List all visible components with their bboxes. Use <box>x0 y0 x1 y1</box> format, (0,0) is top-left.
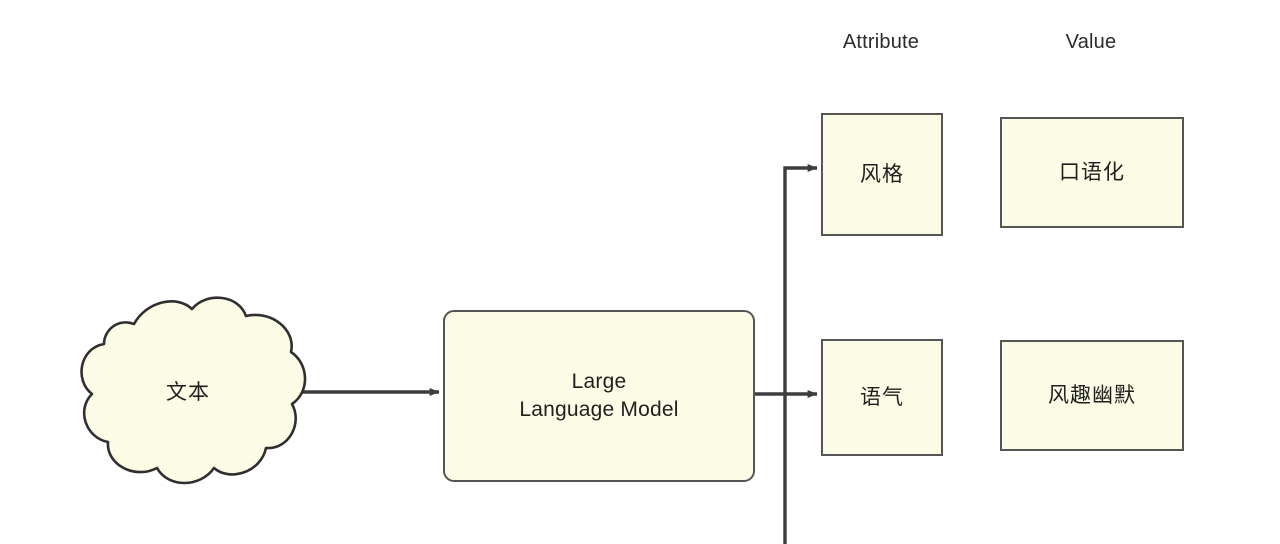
cloud-shape-icon <box>80 296 307 485</box>
node-value-humorous-label: 风趣幽默 <box>1048 383 1136 407</box>
edge-model-to-style <box>783 164 818 394</box>
node-large-language-model-label: Large Language Model <box>519 370 679 421</box>
node-input-text-label: 文本 <box>166 380 210 404</box>
node-attribute-tone[interactable]: 语气 <box>821 339 943 456</box>
node-attribute-style-label: 风格 <box>860 162 904 186</box>
node-value-colloquial-label: 口语化 <box>1059 160 1125 184</box>
node-large-language-model[interactable]: Large Language Model <box>443 310 755 482</box>
node-value-colloquial[interactable]: 口语化 <box>1000 117 1184 228</box>
column-header-value: Value <box>1065 31 1117 53</box>
node-attribute-tone-label: 语气 <box>860 385 904 409</box>
node-input-text[interactable]: 文本 <box>60 288 310 493</box>
column-header-attribute: Attribute <box>842 31 920 53</box>
node-attribute-style[interactable]: 风格 <box>821 113 943 236</box>
node-value-humorous[interactable]: 风趣幽默 <box>1000 340 1184 451</box>
